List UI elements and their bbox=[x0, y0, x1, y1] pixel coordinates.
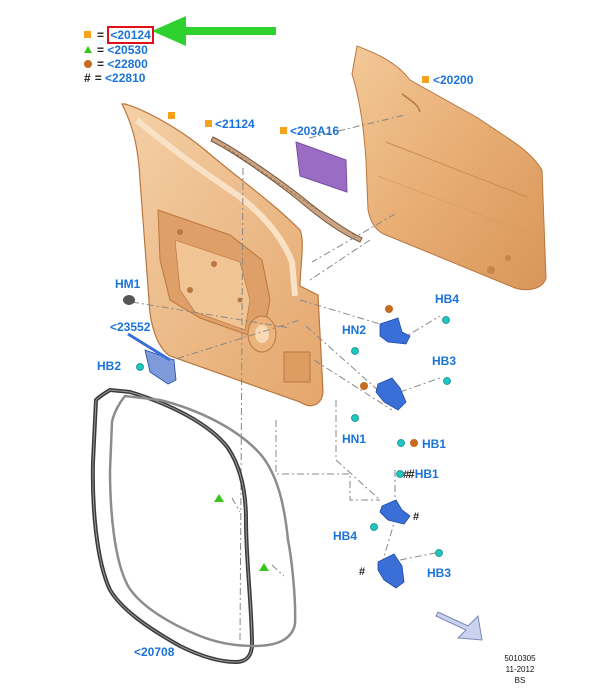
legend-row-triangle: = <20530 bbox=[84, 44, 148, 57]
footer-initials: BS bbox=[514, 676, 526, 685]
callout-hb1-a[interactable]: HB1 bbox=[422, 437, 447, 451]
legend-row-hash: #= <22810 bbox=[84, 71, 146, 85]
marker-hash-2: # bbox=[413, 511, 419, 523]
hash-icon: # bbox=[84, 71, 91, 85]
hm1-fastener bbox=[123, 295, 135, 305]
legend-row-circle: = <22800 bbox=[84, 58, 148, 71]
legend-row-square: = <20124 bbox=[84, 26, 154, 44]
square-icon bbox=[84, 31, 91, 38]
callout-weatherstrip[interactable]: <20708 bbox=[134, 645, 175, 659]
callout-square-icon bbox=[205, 120, 212, 127]
callout-hb4-top[interactable]: HB4 bbox=[435, 292, 460, 306]
circle-icon bbox=[84, 60, 92, 68]
legend-label: <20530 bbox=[107, 43, 148, 57]
marker-circle-3 bbox=[410, 439, 418, 447]
callout-square-icon bbox=[280, 127, 287, 134]
view-arrow-icon bbox=[435, 611, 483, 641]
legend-label-highlighted: <20124 bbox=[107, 26, 154, 44]
center-lines bbox=[131, 114, 441, 641]
footer-date: 11-2012 bbox=[505, 665, 535, 674]
insulator-pad bbox=[295, 141, 348, 193]
fastener-bolts bbox=[136, 316, 451, 557]
marker-hash-1: # bbox=[403, 469, 409, 481]
legend-label: <22810 bbox=[105, 71, 146, 85]
callout-hb3-top[interactable]: HB3 bbox=[432, 354, 457, 368]
callout-hn1[interactable]: HN1 bbox=[342, 432, 367, 446]
marker-hash-3: # bbox=[359, 566, 365, 578]
triangle-icon bbox=[84, 46, 92, 53]
green-arrow-left-icon bbox=[152, 16, 276, 46]
door-outer-skin bbox=[351, 45, 547, 291]
callout-check-arm[interactable]: <23552 bbox=[110, 320, 151, 334]
callout-square-icon bbox=[422, 76, 429, 83]
hash-icon: # bbox=[408, 467, 415, 481]
callout-hb1-b[interactable]: #HB1 bbox=[408, 467, 439, 481]
footer-code: 5010305 bbox=[504, 654, 536, 663]
callout-hb3-bottom[interactable]: HB3 bbox=[427, 566, 452, 580]
marker-triangle-2 bbox=[259, 563, 269, 571]
callout-hb4-bottom[interactable]: HB4 bbox=[333, 529, 358, 543]
callout-belt-moulding[interactable]: <21124 bbox=[215, 117, 255, 131]
hinge-parts bbox=[127, 317, 411, 589]
belt-moulding bbox=[210, 136, 363, 243]
callout-insulator-pad[interactable]: <203A16 bbox=[290, 124, 340, 138]
legend-label: <22800 bbox=[107, 57, 148, 71]
marker-circle-1 bbox=[385, 305, 393, 313]
weatherstrip-seal bbox=[90, 387, 297, 665]
marker-circle-2 bbox=[360, 382, 368, 390]
marker-square-inner bbox=[168, 112, 175, 119]
callout-hm1[interactable]: HM1 bbox=[115, 277, 141, 291]
callout-hb2[interactable]: HB2 bbox=[97, 359, 122, 373]
marker-triangle-1 bbox=[214, 494, 224, 502]
callout-door-skin[interactable]: <20200 bbox=[433, 73, 474, 87]
callout-hn2[interactable]: HN2 bbox=[342, 323, 367, 337]
